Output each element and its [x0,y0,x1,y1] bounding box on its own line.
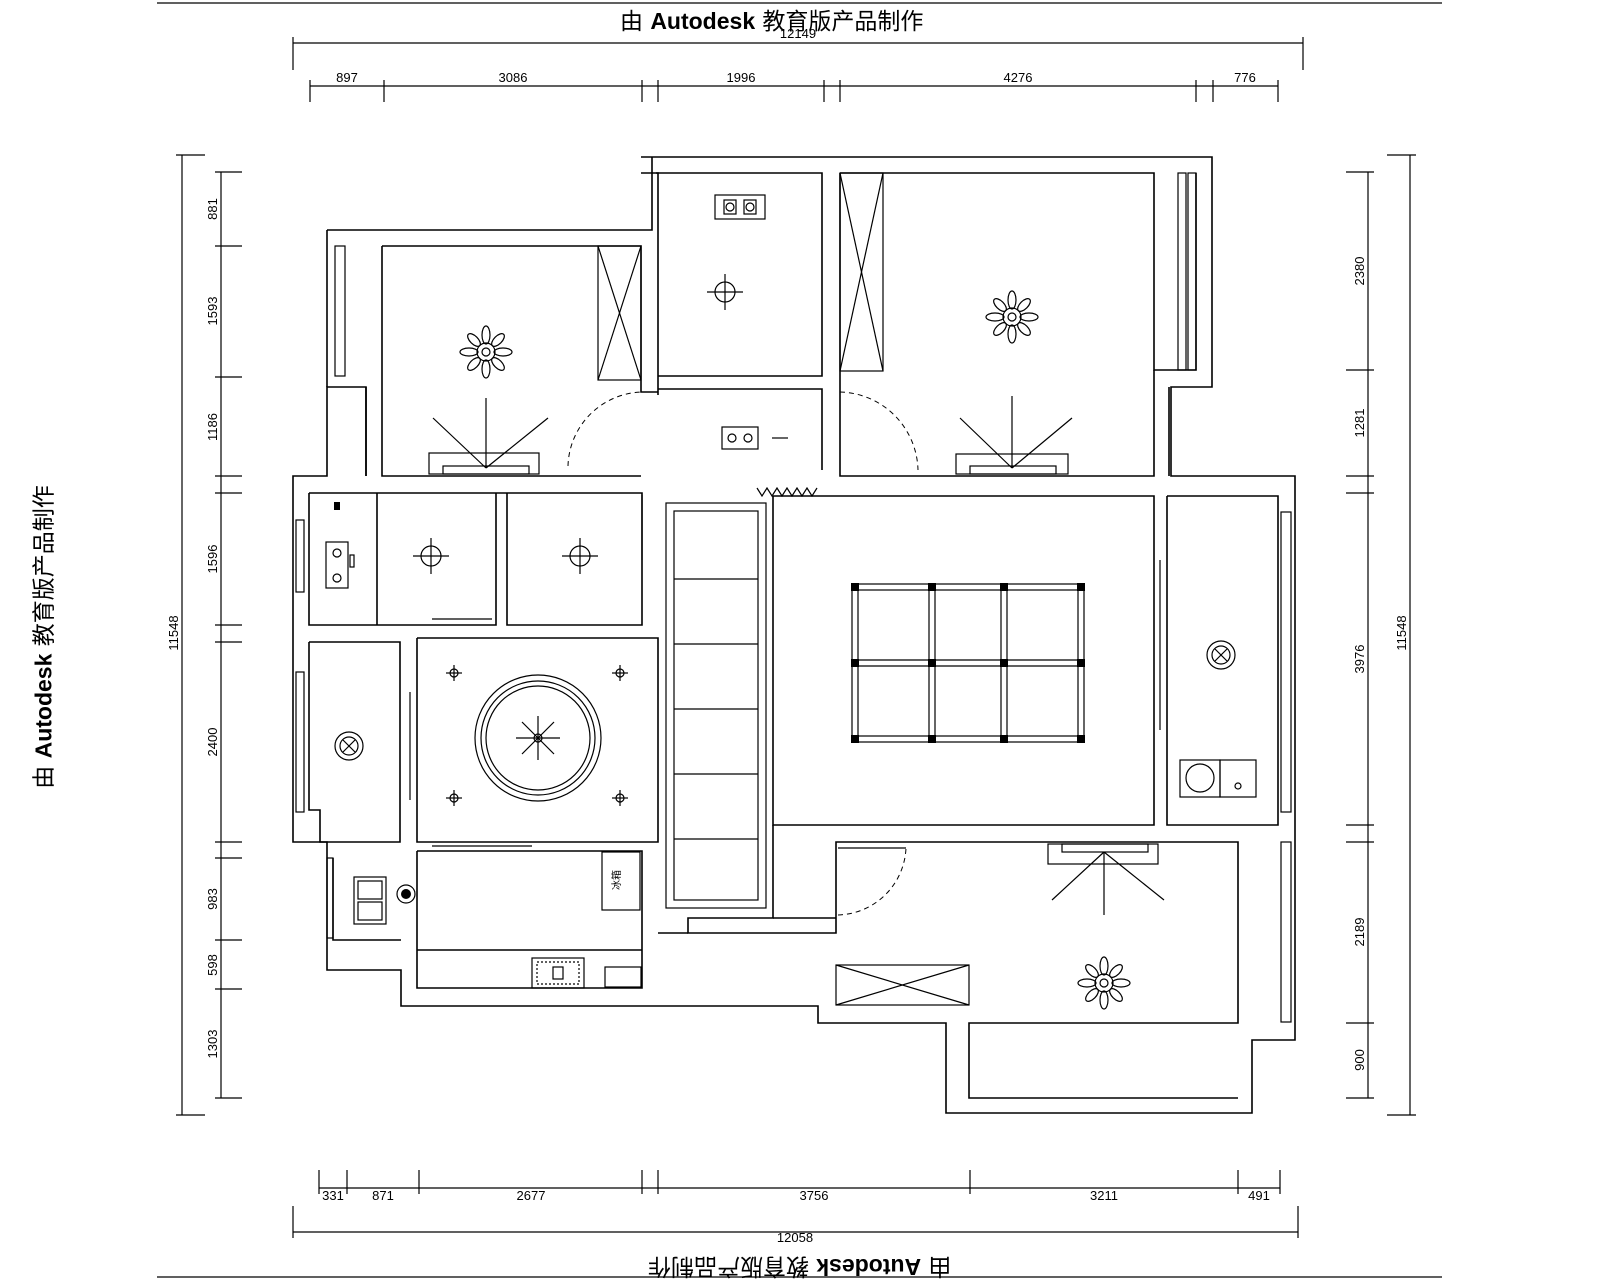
dim-left-7: 598 [205,954,220,976]
wardrobe-1 [597,245,642,381]
dim-bottom-3: 2677 [517,1188,546,1203]
corridor-cabinet [665,502,767,909]
door-swing-3 [837,847,907,916]
dim-bottom-6: 491 [1248,1188,1270,1203]
dimension-top: 12149 897 3086 1996 4276 776 [292,26,1304,102]
dim-left-1: 881 [205,198,220,220]
dim-left-4: 1596 [205,545,220,574]
door-swing-1 [567,391,645,467]
dim-bottom-4: 3756 [800,1188,829,1203]
bath-heater-icon [721,426,788,450]
ceiling-light-icon [413,538,449,574]
chandelier-icon [459,325,513,379]
dim-bottom-2: 871 [372,1188,394,1203]
kitchen-counter-corner [604,966,642,988]
dim-top-4: 4276 [1004,70,1033,85]
dim-top-5: 776 [1234,70,1256,85]
dim-top-3: 1996 [727,70,756,85]
dim-left-2: 1593 [205,297,220,326]
chandelier-icon [1077,956,1131,1010]
dim-left-5: 2400 [205,728,220,757]
exhaust-light-icon [1206,640,1236,670]
dim-right-5: 900 [1352,1049,1367,1071]
sliding-doors [409,495,1161,847]
dim-left-8: 1303 [205,1030,220,1059]
spotlight-icon [612,665,628,681]
bath-heater-icon [714,194,766,220]
interior-walls [308,388,1279,1099]
dim-right-total: 11548 [1394,615,1409,650]
dimension-right: 11548 2380 1281 3976 2189 900 [1346,154,1416,1116]
dim-left-3: 1186 [205,413,220,441]
dim-bottom-total: 12058 [777,1230,813,1245]
tv-unit-bedroom-2 [955,396,1073,475]
exhaust-light-icon [334,731,364,761]
dimension-bottom: 331 871 2677 3756 3211 491 12058 [292,1170,1299,1245]
spotlight-icon [446,790,462,806]
windows [295,172,1292,1023]
spotlight-icon [446,665,462,681]
door-swing-2 [839,391,919,471]
stove-icon [531,957,585,989]
watermark-top: 由 Autodesk 教育版产品制作 [620,8,924,35]
kitchen-sink-icon [353,876,416,925]
outer-walls [292,156,1296,1114]
tv-unit-bedroom-1 [428,398,549,475]
wardrobe-3 [835,964,970,1006]
bathroom-fixtures-left [325,502,355,589]
dining-table-icon [474,674,602,802]
spotlight-icon [612,790,628,806]
ceiling-light-icon [562,538,598,574]
washer-icon [1179,759,1257,798]
dimension-left: 11548 881 1593 1186 1596 2400 983 598 13… [166,154,242,1116]
dim-right-2: 1281 [1352,409,1367,438]
dim-top-1: 897 [336,70,358,85]
fridge-label: 冰箱 [610,870,623,890]
ceiling-light-icon [707,274,743,310]
chandelier-icon [985,290,1039,344]
dim-left-6: 983 [205,888,220,910]
dim-left-total: 11548 [166,615,181,650]
tv-unit-bedroom-3 [1047,843,1165,915]
living-ceiling-grid [851,583,1085,743]
fridge-icon: 冰箱 [601,851,641,911]
threshold-marker [756,486,818,498]
dim-right-1: 2380 [1352,257,1367,286]
dim-top-total: 12149 [780,26,816,41]
dim-right-3: 3976 [1352,645,1367,674]
dim-top-2: 3086 [499,70,528,85]
wardrobe-2 [839,172,884,372]
dim-bottom-1: 331 [322,1188,344,1203]
dim-right-4: 2189 [1352,918,1367,947]
dim-bottom-5: 3211 [1090,1188,1118,1203]
